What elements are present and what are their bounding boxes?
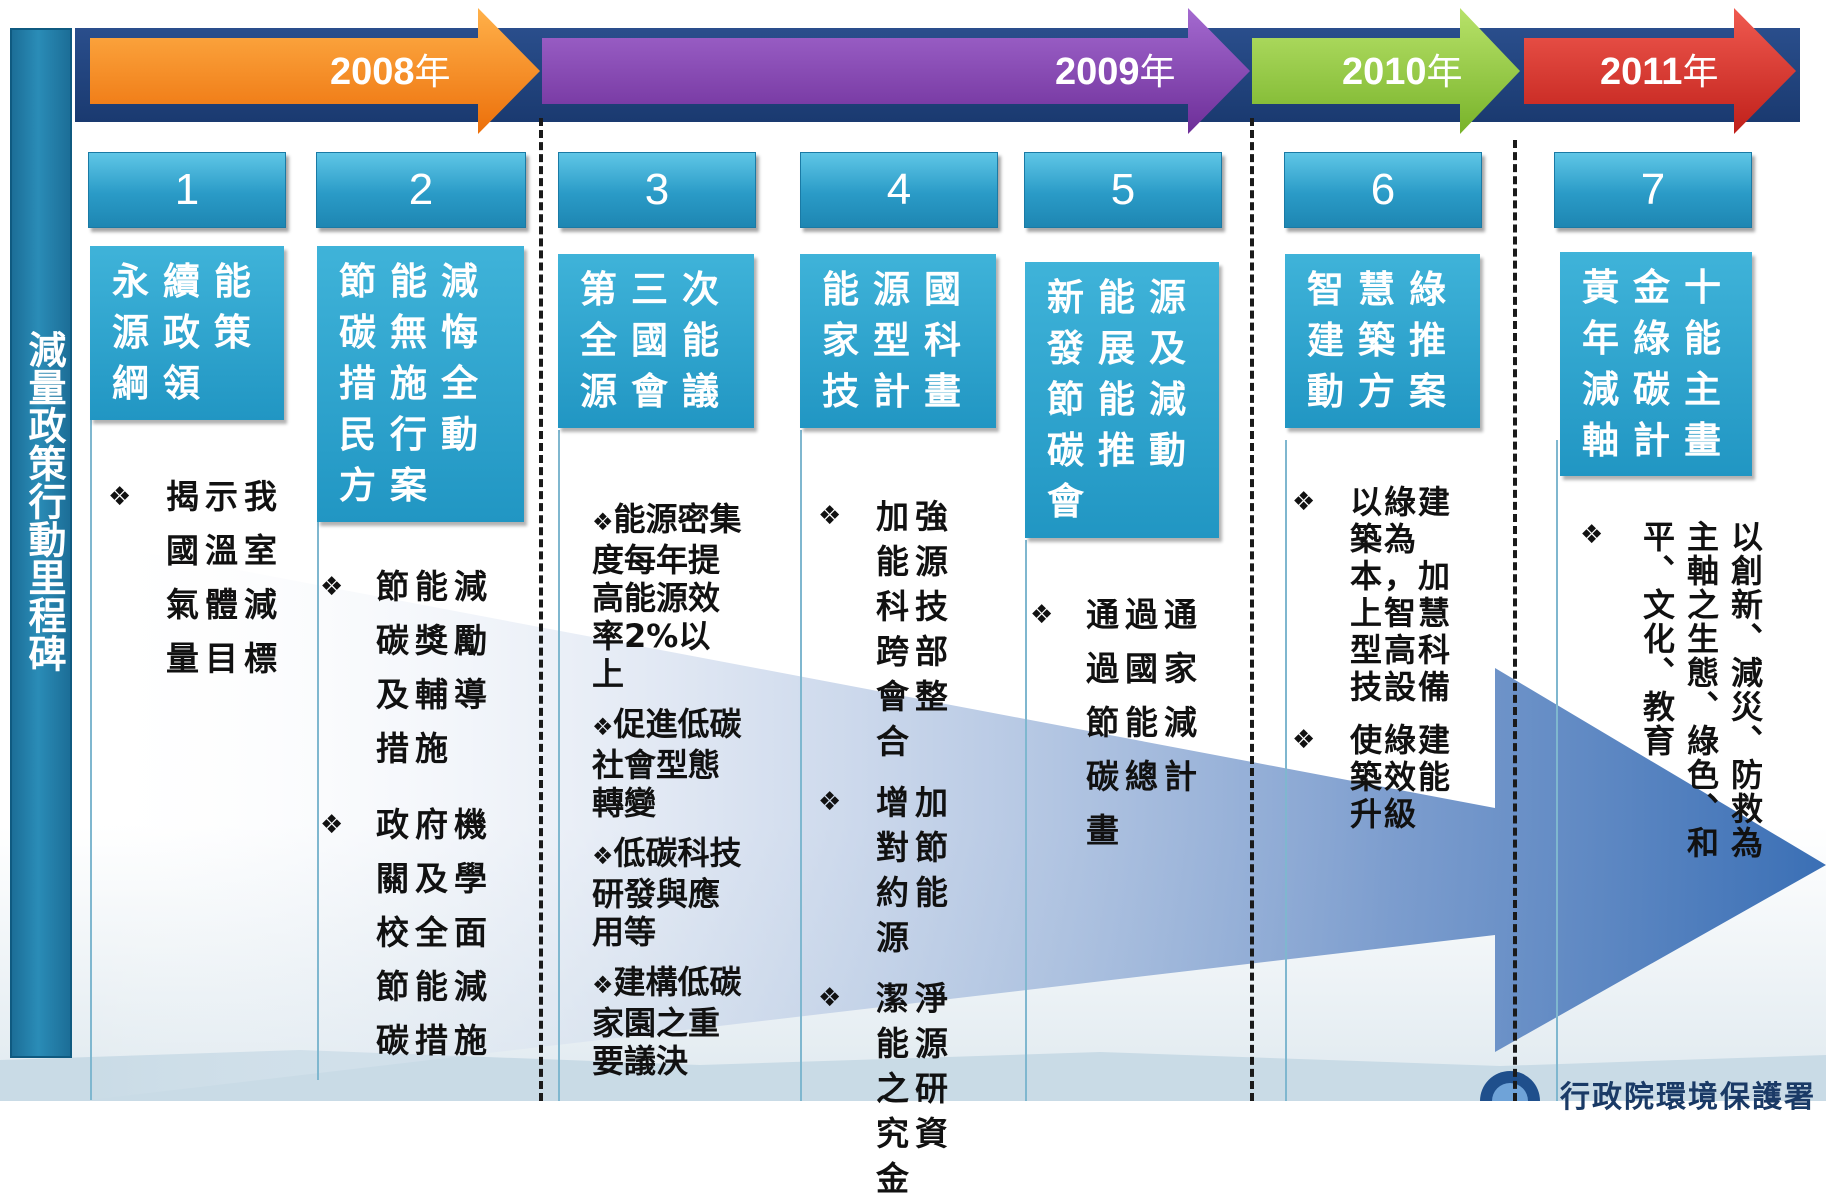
list-item: ❖促進低碳社會型態轉變 [592,705,742,822]
bullet-text: 政府機關及學校全面節能減碳措施 [376,805,493,1060]
step-number-1: 1 [88,152,286,228]
column-line-5 [1025,540,1027,1101]
bullet-text: 能源密集度每年提高能源效率2%以上 [592,500,742,693]
year-suffix: 年 [414,52,451,93]
bullet-list-5: ❖ 通過通過國家節能減碳總計畫 [1030,588,1215,858]
step-number-5: 5 [1024,152,1222,228]
list-item: ❖低碳科技研發與應用等 [592,834,742,951]
arrow-2008 [90,8,540,134]
column-line-2 [317,520,319,1080]
step-title-5: 新能源發展及節能減碳推動會 [1025,262,1219,538]
list-item: ❖能源密集度每年提高能源效率2%以上 [592,500,742,693]
step-number-4: 4 [800,152,998,228]
step-title-3: 第三次全國能源會議 [558,254,754,428]
diamond-quad-icon: ❖ [818,501,842,531]
year-number: 2010 [1342,51,1427,93]
diamond-quad-icon: ❖ [108,482,132,512]
year-label-2010: 2010年 [1342,48,1463,96]
year-divider-2010-2011 [1513,140,1517,1101]
arrow-2010 [1252,8,1520,134]
bullet-list-6: ❖ 以綠建築為本，加上智慧型高科技設備 ❖ 使綠建築效能升級 [1292,484,1472,833]
diamond-quad-icon: ❖ [592,971,614,999]
step-title-1: 永續能源政策綱領 [90,246,284,420]
column-line-1 [90,420,92,1100]
list-item: ❖ 節能減碳獎勵及輔導措施 [320,560,500,776]
bullet-text: 通過通過國家節能減碳總計畫 [1086,595,1203,850]
bullet-text: 以綠建築為本，加上智慧型高科技設備 [1350,483,1453,706]
list-item: ❖ 以綠建築為本，加上智慧型高科技設備 [1292,484,1472,706]
bullet-text: 低碳科技研發與應用等 [592,834,742,951]
list-item: ❖ 通過通過國家節能減碳總計畫 [1030,588,1215,858]
column-line-7 [1556,440,1558,1101]
list-item: ❖ 政府機關及學校全面節能減碳措施 [320,798,500,1068]
step-number-7: 7 [1554,152,1752,228]
diamond-quad-icon: ❖ [1292,725,1316,755]
arrow-2011 [1524,8,1796,134]
bullet-list-7: ❖ 以創新、減災、防救為主軸之生態、綠色、和平、文化、教育 [1580,520,1820,890]
bullet-list-2: ❖ 節能減碳獎勵及輔導措施 ❖ 政府機關及學校全面節能減碳措施 [320,560,500,1068]
column-line-4 [800,430,802,1101]
list-item: ❖ 使綠建築效能升級 [1292,722,1472,833]
bullet-text: 以創新、減災、防救為主軸之生態、綠色、和平、文化、教育 [1638,520,1764,860]
year-number: 2011 [1600,51,1683,93]
diamond-quad-icon: ❖ [320,810,344,840]
list-item: ❖建構低碳家園之重要議決 [592,963,742,1080]
step-title-4: 能源國家型科技計畫 [800,254,996,428]
bullet-list-4: ❖ 加強能源科技跨部會整合 ❖ 增加對節約能源 ❖ 潔淨能源之研究資金 [818,494,988,1201]
bullet-text: 建構低碳家園之重要議決 [592,963,742,1080]
list-item: ❖ 揭示我國溫室氣體減量目標 [108,470,288,686]
list-item: ❖ 潔淨能源之研究資金 [818,976,988,1201]
column-line-3 [558,430,560,1101]
bullet-text: 促進低碳社會型態轉變 [592,705,742,822]
list-item: ❖ 增加對節約能源 [818,780,988,960]
diamond-quad-icon: ❖ [592,842,614,870]
diamond-quad-icon: ❖ [1030,600,1054,630]
step-number-6: 6 [1284,152,1482,228]
diamond-quad-icon: ❖ [592,713,614,741]
bullet-text: 增加對節約能源 [876,783,954,957]
year-suffix: 年 [1682,52,1719,93]
diamond-quad-icon: ❖ [1292,487,1316,517]
step-number-3: 3 [558,152,756,228]
year-label-2011: 2011年 [1600,48,1718,96]
step-title-2: 節能減碳無悔措施全民行動方案 [317,246,524,522]
diamond-quad-icon: ❖ [818,983,842,1013]
logo-inner [1492,1083,1528,1101]
year-divider-2009-2010 [1250,118,1254,1101]
step-title-6: 智慧綠建築推動方案 [1285,254,1480,428]
column-line-6 [1285,440,1287,1101]
arrow-2009 [542,8,1250,134]
progress-wedge-arrow [80,540,1826,1101]
footer-logo-text: 行政院環境保護署 [1560,1080,1816,1115]
year-label-2009: 2009年 [1055,48,1176,96]
year-label-2008: 2008年 [330,48,451,96]
bullet-text: 潔淨能源之研究資金 [876,979,954,1198]
bullet-list-3: ❖能源密集度每年提高能源效率2%以上 ❖促進低碳社會型態轉變 ❖低碳科技研發與應… [592,500,742,1080]
year-divider-2008-2009 [539,118,543,1101]
bullet-text: 使綠建築效能升級 [1350,721,1453,833]
bullet-text: 加強能源科技跨部會整合 [876,497,954,761]
bullet-list-1: ❖ 揭示我國溫室氣體減量目標 [108,470,288,696]
year-number: 2009 [1055,51,1140,93]
sidebar-title: 減量政策行動里程碑 [22,330,66,672]
sidebar-panel: 減量政策行動里程碑 [10,28,72,1058]
bullet-text: 節能減碳獎勵及輔導措施 [376,567,493,768]
step-title-7: 黃金十年綠能減碳主軸計畫 [1560,252,1752,476]
diamond-quad-icon: ❖ [1580,520,1604,550]
diamond-quad-icon: ❖ [320,572,344,602]
step-number-2: 2 [316,152,526,228]
list-item: ❖ 加強能源科技跨部會整合 [818,494,988,764]
bullet-text: 揭示我國溫室氣體減量目標 [166,477,283,678]
diamond-quad-icon: ❖ [818,787,842,817]
year-suffix: 年 [1426,52,1463,93]
year-suffix: 年 [1139,52,1176,93]
list-item: 以創新、減災、防救為主軸之生態、綠色、和平、文化、教育 [1635,520,1820,890]
diamond-quad-icon: ❖ [592,508,614,536]
year-number: 2008 [330,51,415,93]
landscape-strip [0,1050,1826,1101]
